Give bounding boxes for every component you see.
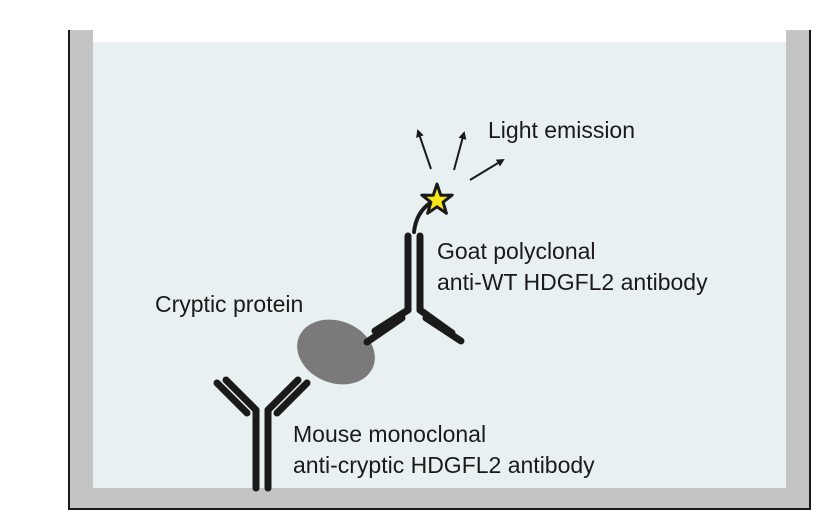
mouse-antibody bbox=[213, 376, 311, 492]
mouse-antibody-label-line2: anti-cryptic HDGFL2 antibody bbox=[293, 452, 595, 478]
well-outline bbox=[68, 30, 811, 510]
assay-well bbox=[68, 30, 811, 510]
cryptic-protein-label: Cryptic protein bbox=[155, 291, 304, 317]
goat-antibody-label-line1: Goat polyclonal bbox=[437, 238, 596, 264]
arrow-icon bbox=[453, 131, 467, 171]
light-emission-label: Light emission bbox=[488, 117, 636, 143]
mouse-antibody-label-line1: Mouse monoclonal bbox=[293, 421, 487, 447]
goat-antibody-label-line2: anti-WT HDGFL2 antibody bbox=[437, 269, 708, 295]
well-liquid bbox=[93, 42, 786, 488]
linker bbox=[412, 201, 432, 234]
cryptic-protein-shape bbox=[297, 319, 375, 385]
arrow-icon bbox=[416, 129, 432, 170]
well-wall-right bbox=[786, 30, 811, 510]
goat-antibody bbox=[363, 232, 465, 346]
emission-arrows bbox=[416, 129, 505, 181]
well-wall-left bbox=[68, 30, 93, 510]
arrow-icon bbox=[469, 158, 505, 181]
well-bottom bbox=[68, 488, 811, 510]
star-icon bbox=[420, 182, 454, 215]
